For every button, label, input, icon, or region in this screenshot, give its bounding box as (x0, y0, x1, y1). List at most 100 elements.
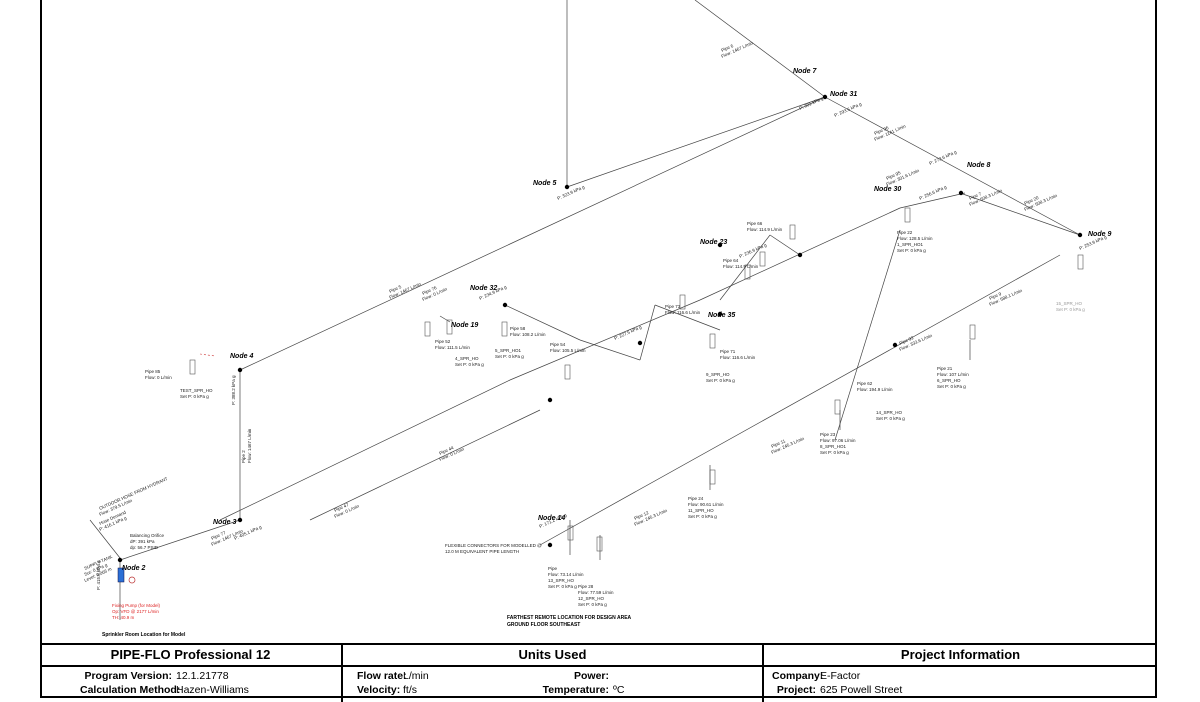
diagram-label: GROUND FLOOR SOUTHEAST (507, 622, 580, 628)
diagram-label: Pipe 95 (885, 170, 901, 181)
valve-symbol (1077, 254, 1084, 270)
node-marker (547, 397, 553, 403)
supply-tank (117, 567, 125, 583)
pipe-segment (834, 229, 901, 441)
diagram-label: Flow: 116.6 L/min (720, 355, 756, 360)
diagram-label: Sprinkler Room Location for Model (102, 632, 186, 638)
software-title: PIPE-FLO Professional 12 (40, 645, 341, 667)
valve-symbol (501, 321, 508, 337)
pipe-segment (239, 96, 826, 371)
project-value: 625 Powell Street (820, 684, 903, 696)
pipe-segment (566, 96, 826, 188)
pipe-segment (824, 96, 1081, 236)
diagram-label: Pipe 11 (770, 438, 786, 449)
pipe-segment (219, 379, 511, 521)
velocity-value: ft/s (403, 684, 418, 696)
node-label: Node 30 (874, 186, 901, 193)
node-marker (128, 576, 136, 584)
diagram-label: Pipe 44 (438, 445, 454, 456)
program-version-value: 12.1.21778 (176, 670, 229, 682)
diagram-label: Pipe 62 (857, 381, 873, 386)
node-marker (717, 311, 723, 317)
node-marker (637, 340, 643, 346)
diagram-label: Balancing Orifice (130, 533, 165, 538)
pipe-segment (509, 299, 701, 381)
node-marker (502, 302, 508, 308)
diagram-label: 12.0 M EQUIVALENT PIPE LENGTH (445, 549, 519, 554)
pipe-segment (119, 519, 241, 561)
diagram-label: OUTDOOR HOSE FROM HYDRANT (98, 476, 168, 511)
node-marker (237, 367, 243, 373)
flow-rate-label: Flow rate: (357, 670, 407, 682)
diagram-label: Set P: 0 kPa g (495, 354, 524, 359)
diagram-label: Flow: 128.5 L/min (897, 236, 933, 241)
diagram-label: Pipe 9 (988, 291, 1002, 301)
diagram-label: Set P: 0 kPa g (548, 584, 577, 589)
diagram-label: TH: 40.9 m (112, 615, 135, 620)
diagram-label: Pipe 52 (435, 339, 451, 344)
node-label: Node 5 (533, 180, 556, 187)
drawing-frame (40, 0, 1157, 698)
diagram-label: P: 388.2 kPa g (231, 375, 236, 405)
valve-symbol (709, 333, 716, 349)
node-marker (797, 252, 803, 258)
program-version-label: Program Version: (84, 670, 172, 682)
node-marker (564, 184, 570, 190)
company-value: E-Factor (820, 670, 861, 682)
diagram-label: dp: 56.7 PSID (130, 545, 159, 550)
diagram-label: Pipe 64 (723, 258, 739, 263)
diagram-label: Flow: 73.14 L/min (548, 572, 584, 577)
node-marker (958, 190, 964, 196)
node-label: Node 23 (700, 239, 727, 246)
valve-symbol (446, 319, 453, 335)
diagram-label: Pipe 22 (897, 230, 913, 235)
diagram-label: 6_SPR_HO (937, 378, 961, 383)
node-label: Node 2 (122, 565, 145, 572)
diagram-label: P: 415.5 kPa g (96, 560, 101, 590)
diagram-label: P: 273.6 kPa g (928, 149, 957, 166)
diagram-label: P: 227.5 kPa g (613, 324, 642, 341)
diagram-label: 5_SPR_HO1 (495, 348, 522, 353)
diagram-label: Flow: 116.6 L/min (665, 310, 701, 315)
diagram-label: Pipe 20 (1023, 195, 1039, 206)
node-marker (892, 342, 898, 348)
diagram-label: Pipe 58 (510, 326, 526, 331)
power-label: Power: (573, 670, 609, 682)
diagram-label: 13_SPR_HO (548, 578, 575, 583)
diagram-label: Set P: 0 kPa g (706, 378, 735, 383)
node-marker (117, 557, 123, 563)
valve-symbol (567, 525, 574, 541)
pipe-segment (639, 304, 656, 361)
diagram-label: Pipe 47 (333, 502, 349, 513)
pipe-segment (309, 409, 541, 521)
diagram-label: Set P: 0 kPa g (820, 450, 849, 455)
diagram-label: Flow: 107 L/min (937, 372, 969, 377)
diagram-label: 12_SPR_HO (578, 596, 605, 601)
node-label: Node 31 (830, 91, 857, 98)
title-block: PIPE-FLO Professional 12 Program Version… (40, 643, 1157, 702)
node-marker (1077, 232, 1083, 238)
diagram-label: 14_SPR_HO (876, 410, 903, 415)
diagram-label: Fixing Pump (for Model) (112, 603, 161, 608)
pipe-segment (539, 254, 1061, 546)
pipe-segment (959, 192, 1081, 236)
node-marker (237, 517, 243, 523)
pipe-segment (769, 234, 801, 256)
diagram-label: Pipe 85 (145, 369, 161, 374)
valve-symbol (424, 321, 431, 337)
piping-diagram: Node 7 Node 31 Node 8 Node 5 Node 30 Nod… (83, 0, 1111, 638)
temperature-label: Temperature: (542, 684, 609, 696)
diagram-label: Pipe 77 (210, 530, 226, 541)
project-label: Project: (776, 684, 816, 696)
diagram-label: 8_SPR_HO1 (820, 444, 847, 449)
node-label: Node 4 (230, 353, 253, 360)
diagram-label: Flow: 114.9 L/min (747, 227, 783, 232)
node-marker (547, 542, 553, 548)
valve-symbol (709, 469, 716, 485)
diagram-label: Set P: 0 kPa g (876, 416, 905, 421)
node-label: Node 14 (538, 515, 565, 522)
node-label: Node 7 (793, 68, 817, 75)
diagram-label: Flow: 111.5 L/min (435, 345, 470, 350)
diagram-label: 1_SPR_HO1 (897, 242, 924, 247)
node-label: Node 19 (451, 322, 478, 329)
